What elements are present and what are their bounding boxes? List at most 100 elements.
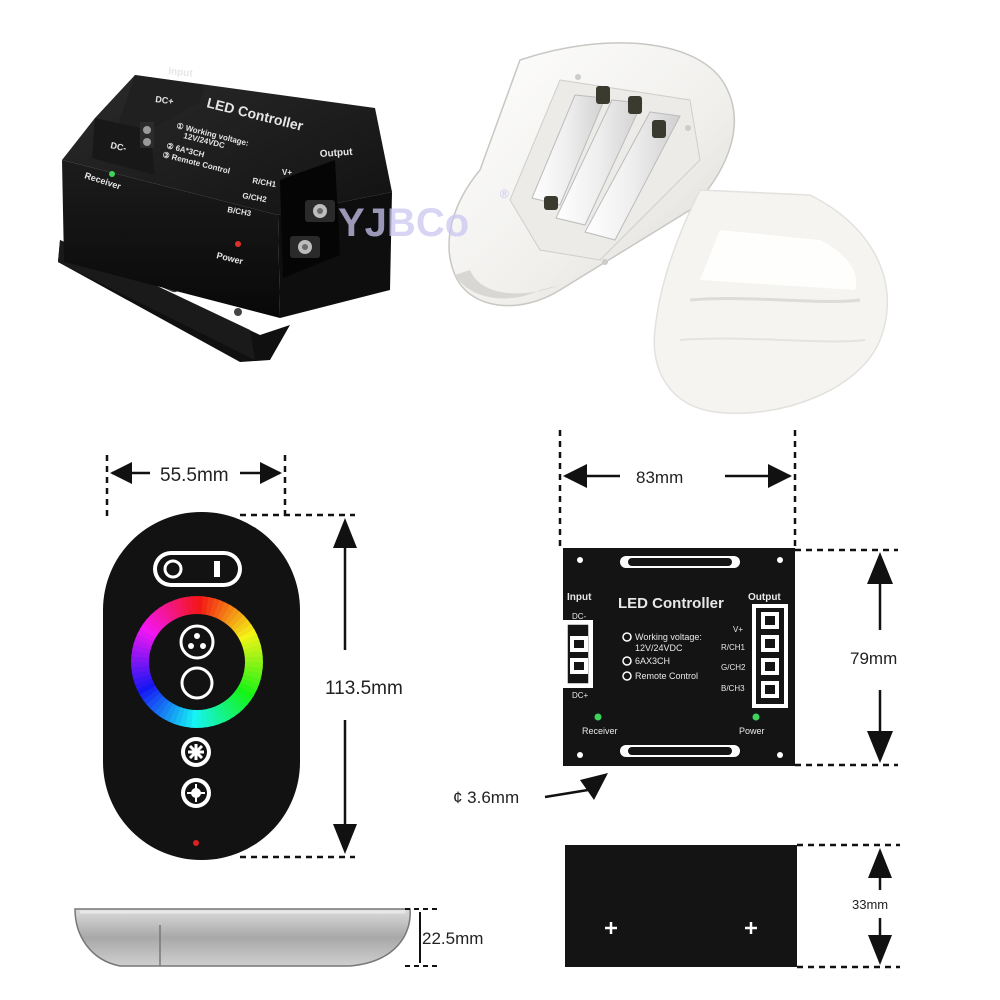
output-terminals (290, 200, 335, 258)
remote-side-profile (74, 908, 411, 967)
color-wheel-segment (226, 611, 245, 630)
color-wheel-segment (215, 701, 230, 723)
color-wheel-segment (240, 639, 261, 651)
drawing-dc-plus-label: DC+ (572, 691, 589, 700)
watermark: YJBCo (338, 201, 469, 245)
side-view-screws (605, 922, 757, 934)
photo-output-label: Output (319, 147, 353, 160)
power-led (235, 241, 241, 247)
color-wheel-segment (131, 649, 152, 658)
color-wheel-segment (212, 600, 226, 621)
remote-height-dimension (240, 513, 357, 859)
photo-ch2-label: G/CH2 (242, 191, 268, 204)
photo-ch3-label: B/CH3 (227, 205, 253, 218)
color-wheel-segment (139, 684, 160, 700)
color-wheel-segment (145, 691, 165, 709)
drawing-ch3-label: B/CH3 (721, 684, 745, 693)
on-off-button (180, 666, 214, 700)
color-wheel-segment (146, 614, 165, 633)
color-wheel-segment (131, 661, 152, 668)
color-wheel-segment (196, 707, 203, 728)
color-wheel-segment (169, 599, 182, 621)
drawing-spec-2: 6AX3CH (635, 656, 670, 666)
controller-front-face (62, 160, 280, 318)
color-wheel-segment (236, 681, 257, 696)
brightness-down-button (181, 778, 211, 808)
controller-depth-label: 33mm (852, 897, 888, 912)
color-wheel-segment (241, 670, 262, 680)
color-wheel-segment (222, 697, 240, 717)
drawing-output-label: Output (748, 592, 781, 603)
color-wheel-segment (139, 623, 160, 639)
color-wheel-segment (168, 703, 182, 724)
batteries (531, 86, 681, 241)
drawing-dc-minus-label: DC- (572, 612, 587, 621)
color-wheel-segment (134, 677, 156, 690)
color-wheel-segment (220, 604, 236, 625)
color-wheel-segment (240, 673, 261, 686)
color-wheel-segment (212, 703, 225, 725)
color-wheel-segment (223, 607, 241, 628)
color-wheel-segment (234, 624, 255, 640)
color-wheel-segment (216, 602, 231, 623)
color-wheel-segment (208, 705, 220, 726)
color-wheel-segment (238, 677, 259, 691)
photo-ch1-label: R/CH1 (252, 176, 278, 189)
color-wheel-segment (219, 699, 235, 720)
remote-thickness-label: 22.5mm (422, 929, 483, 948)
color-wheel-segment (185, 596, 194, 617)
remote-thickness-dimension (405, 908, 438, 967)
power-led-drawing (752, 713, 760, 721)
brightness-up-button (181, 737, 211, 767)
color-wheel-segment (149, 694, 168, 713)
color-wheel-segment (154, 607, 172, 627)
drawing-input-label: Input (567, 592, 592, 603)
drawing-receiver-label: Receiver (582, 726, 618, 736)
controller-front-drawing: LED Controller Input Output DC- DC+ Work… (563, 548, 795, 766)
color-wheel-segment (142, 687, 162, 705)
color-wheel-segment (226, 694, 244, 714)
controller-depth-dimension (797, 843, 900, 969)
color-wheel-segment (136, 680, 158, 695)
color-wheel-segment (153, 696, 171, 717)
drawing-spec-1b: 12V/24VDC (635, 643, 683, 653)
hole-dimension (544, 773, 608, 800)
remote-back-photo: YJBCo ® (338, 42, 735, 307)
color-wheel-segment (205, 597, 215, 618)
color-wheel-segment (229, 691, 248, 710)
controller-side-view (565, 845, 797, 967)
input-terminal-block (563, 620, 593, 688)
drawing-title: LED Controller (618, 595, 724, 612)
color-wheel-segment (234, 685, 255, 701)
remote-width-label: 55.5mm (160, 465, 229, 486)
drawing-power-label: Power (739, 726, 765, 736)
mode-button (179, 624, 215, 660)
color-wheel-segment (142, 618, 163, 636)
remote-indicator-led (193, 840, 199, 846)
battery-cover-photo (653, 189, 888, 414)
color-wheel (131, 596, 263, 728)
color-wheel-segment (158, 699, 174, 720)
drawing-ch2-label: G/CH2 (721, 663, 746, 672)
power-switch (153, 551, 242, 587)
color-wheel-segment (238, 634, 260, 647)
drawing-ch1-label: R/CH1 (721, 643, 746, 652)
output-terminal-block (752, 604, 788, 708)
color-wheel-segment (179, 706, 189, 727)
photo-dc-minus-label: DC- (110, 140, 128, 153)
color-wheel-segment (173, 705, 186, 726)
photo-vplus-label: V+ (282, 168, 292, 177)
photo-dc-plus-label: DC+ (155, 94, 174, 106)
color-wheel-segment (242, 666, 263, 675)
remote-height-label: 113.5mm (325, 678, 403, 699)
color-wheel-segment (242, 650, 263, 659)
color-wheel-segment (137, 628, 158, 643)
drawing-spec-1: Working voltage: (635, 632, 702, 642)
hole-label: ¢ 3.6mm (453, 788, 519, 807)
color-wheel-segment (132, 644, 153, 654)
drawing-vplus-label: V+ (733, 625, 743, 634)
color-wheel-segment (231, 688, 252, 706)
color-wheel-segment (163, 701, 178, 722)
color-wheel-segment (201, 596, 210, 617)
